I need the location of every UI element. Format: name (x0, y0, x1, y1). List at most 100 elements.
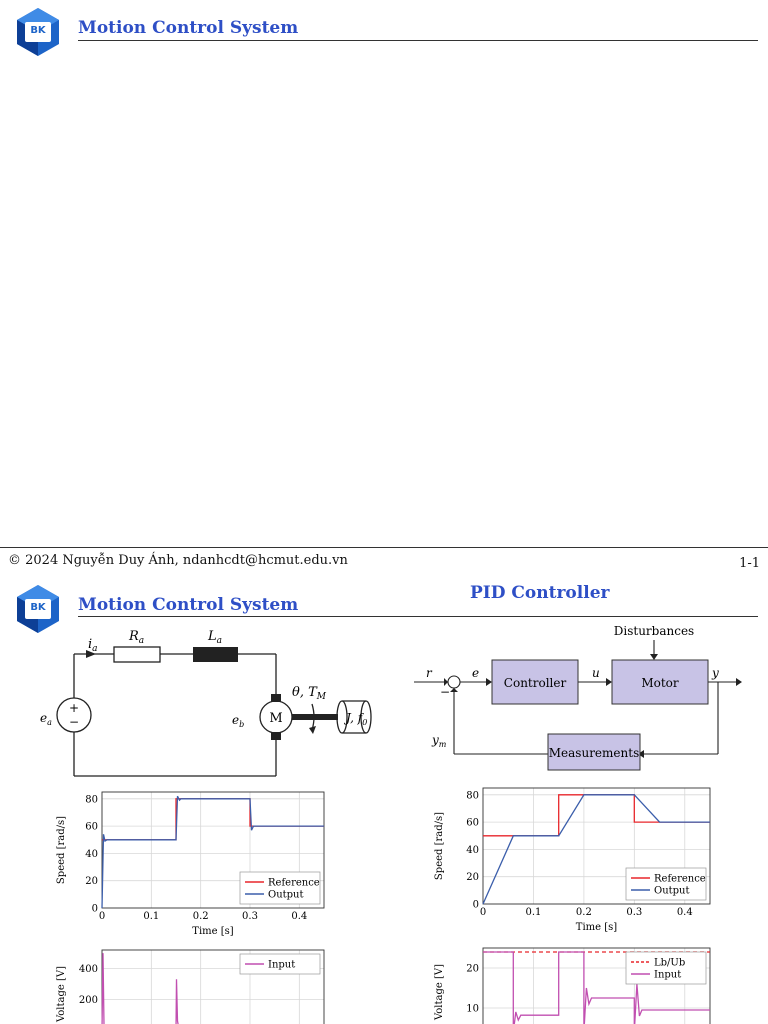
header-rule (78, 616, 758, 617)
series-line-output (482, 794, 710, 905)
plot-frame (482, 947, 711, 1024)
y-tick-label: 200 (79, 995, 98, 1006)
resistor-ra (113, 646, 161, 663)
motor-circuit-diagram: ia Ra La ea + − eb M θ, TM J, f0 (40, 629, 372, 777)
controller-block (491, 659, 579, 705)
current-arrow (86, 650, 96, 658)
series-line-output (101, 795, 324, 909)
x-tick-label: 0.2 (193, 911, 209, 922)
slide-2: BK Motion Control System PID Controller (0, 576, 768, 1024)
legend-label: Input (654, 970, 681, 981)
motor-label: M (269, 711, 282, 726)
y-axis-label: Voltage [V] (56, 966, 67, 1023)
label-load: J, f0 (343, 711, 367, 727)
disturbances-label: Disturbances (614, 624, 694, 638)
measurements-block (547, 733, 641, 771)
header-title: Motion Control System (78, 18, 299, 38)
summing-minus: − (440, 685, 450, 699)
source-plus: + (69, 701, 79, 715)
label-la: La (207, 629, 222, 646)
legend-box (625, 951, 707, 985)
voltage-chart-left: 0200400Voltage [V]Input (56, 949, 325, 1024)
y-tick-label: 40 (466, 845, 479, 856)
logo-text: BK (30, 25, 46, 36)
x-tick-label: 0.1 (143, 911, 159, 922)
legend-label: Input (268, 960, 295, 971)
y-tick-label: 10 (466, 1004, 479, 1015)
series-line-reference (102, 798, 324, 841)
controller-label: Controller (504, 676, 567, 690)
legend-label: Lb/Ub (654, 958, 685, 969)
legend-label: Reference (654, 874, 706, 885)
measurements-label: Measurements (549, 746, 639, 760)
series-line-reference (483, 794, 710, 837)
signal-r: r (426, 666, 433, 680)
motor-block (611, 659, 709, 705)
y-tick-label: 20 (466, 872, 479, 883)
x-tick-label: 0 (480, 907, 486, 918)
y-tick-label: 400 (79, 964, 98, 975)
signal-u: u (592, 666, 600, 680)
label-ra: Ra (128, 629, 144, 646)
x-tick-label: 0 (99, 911, 105, 922)
y-tick-label: 20 (85, 876, 98, 887)
motor-shaft (292, 714, 338, 720)
y-tick-label: 20 (466, 964, 479, 975)
x-tick-label: 0.2 (576, 907, 592, 918)
legend-label: Output (654, 886, 690, 897)
chart-legend: Input (239, 953, 321, 975)
inductor-la (193, 647, 238, 662)
y-axis-label: Voltage [V] (434, 964, 445, 1021)
y-tick-label: 0 (92, 904, 98, 915)
signal-y: y (711, 666, 719, 680)
x-tick-label: 0.3 (626, 907, 642, 918)
section-title: PID Controller (470, 583, 610, 603)
y-tick-label: 60 (466, 818, 479, 829)
motor-label: Motor (641, 676, 679, 690)
y-axis-label: Speed [rad/s] (434, 812, 445, 880)
x-tick-label: 0.3 (242, 911, 258, 922)
x-tick-label: 0.4 (677, 907, 693, 918)
x-tick-label: 0.1 (525, 907, 541, 918)
y-tick-label: 80 (85, 794, 98, 805)
header-rule (78, 40, 758, 41)
label-ia: ia (88, 637, 98, 654)
y-tick-label: 40 (85, 849, 98, 860)
voltage-source (56, 697, 92, 733)
y-axis-label: Speed [rad/s] (56, 816, 67, 884)
y-tick-label: 0 (473, 900, 479, 911)
bk-logo: BK (12, 6, 64, 58)
plot-frame (482, 787, 711, 905)
y-tick-label: 60 (85, 822, 98, 833)
logo-text: BK (30, 602, 46, 613)
slide-1: BK Motion Control System © 2024 Nguyễn D… (0, 6, 768, 571)
label-ea: ea (40, 711, 52, 727)
label-theta-tm: θ, TM (292, 685, 327, 702)
legend-box (625, 867, 707, 901)
legend-box (239, 953, 321, 975)
pid-block-diagram: Controller Motor Measurements Disturbanc… (414, 624, 742, 771)
x-axis-label: Time [s] (192, 926, 233, 937)
signal-e: e (472, 666, 479, 680)
footer-rule (0, 547, 768, 548)
x-axis-label: Time [s] (576, 922, 617, 933)
plot-frame (101, 791, 325, 909)
x-tick-label: 0.4 (291, 911, 307, 922)
signal-ym: ym (431, 733, 447, 749)
label-eb: eb (232, 713, 244, 729)
legend-label: Reference (268, 878, 320, 889)
footer-copyright: © 2024 Nguyễn Duy Ánh, ndanhcdt@hcmut.ed… (8, 553, 348, 568)
legend-box (239, 871, 321, 905)
y-tick-label: 80 (466, 790, 479, 801)
page-number: 1-1 (739, 556, 760, 571)
legend-label: Output (268, 890, 304, 901)
bk-logo: BK (12, 583, 64, 635)
source-minus: − (69, 715, 79, 729)
header-title: Motion Control System (78, 595, 299, 615)
